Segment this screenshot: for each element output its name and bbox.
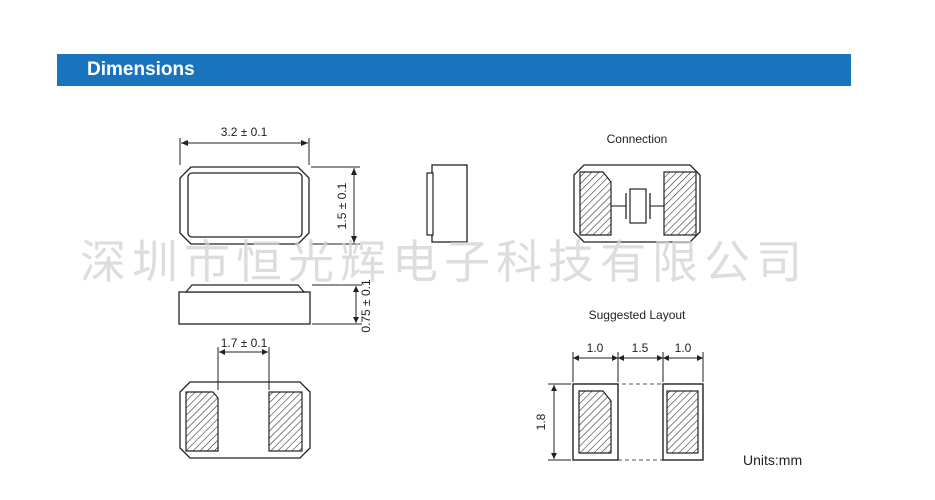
- bottom-pad-right: [268, 391, 303, 452]
- section-header-bar: Dimensions: [57, 54, 851, 86]
- side-view-height-label: 0.75 ± 0.1: [359, 279, 373, 333]
- layout-height-label: 1.8: [534, 413, 548, 430]
- bottom-view-gap-label: 1.7 ± 0.1: [221, 336, 268, 350]
- units-label: Units:mm: [743, 452, 802, 468]
- layout-gap-label: 1.5: [632, 341, 649, 355]
- side-view: 0.75 ± 0.1: [178, 279, 373, 333]
- suggested-layout-view: Suggested Layout 1.0 1.5 1.0 1.8 Units:m…: [534, 308, 802, 468]
- connection-title: Connection: [607, 132, 668, 146]
- top-view-height-label: 1.5 ± 0.1: [335, 182, 349, 229]
- connection-view: Connection: [573, 132, 701, 243]
- bottom-view: 1.7 ± 0.1: [179, 336, 311, 459]
- end-view: [426, 164, 468, 243]
- layout-right-pad-width-label: 1.0: [675, 341, 692, 355]
- bottom-pad-left: [185, 391, 219, 452]
- layout-title: Suggested Layout: [589, 308, 686, 322]
- top-view: 3.2 ± 0.1 1.5 ± 0.1: [179, 125, 360, 245]
- layout-left-pad-width-label: 1.0: [587, 341, 604, 355]
- top-view-width-label: 3.2 ± 0.1: [221, 125, 268, 139]
- connection-pad-right: [663, 171, 697, 236]
- layout-pad-right: [666, 390, 699, 454]
- layout-pad-left: [578, 390, 612, 454]
- crystal-symbol: [629, 188, 647, 224]
- connection-pad-left: [579, 171, 612, 236]
- section-title: Dimensions: [87, 59, 195, 80]
